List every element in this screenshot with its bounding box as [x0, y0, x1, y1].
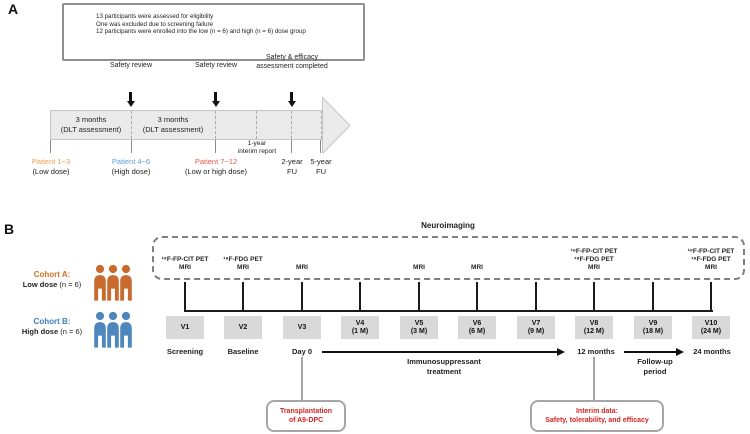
milestone-tick: [215, 140, 216, 153]
band-divider: [256, 111, 257, 139]
imaging-group-v1: ¹⁸F-FP-CIT PET MRI: [161, 256, 209, 271]
imaging-group-v3: MRI: [296, 264, 308, 271]
timeline-band: [50, 110, 322, 140]
visit-tick: [418, 282, 420, 311]
visit-box-v4: V4(1 M): [341, 316, 379, 339]
label-24-months: 24 months: [693, 347, 731, 356]
milestone-patient-1-3: Patient 1~3 (Low dose): [31, 157, 71, 176]
visit-tick: [593, 282, 595, 311]
safety-review-label-1: Safety review: [109, 62, 153, 69]
milestone-tick: [320, 140, 321, 153]
label-baseline: Baseline: [227, 347, 259, 356]
visit-tick: [184, 282, 186, 311]
imaging-group-v10: ¹⁸F-FP-CIT PET ¹⁸F-FDG PET MRI: [687, 248, 735, 271]
followup-arrowhead-icon: [676, 348, 684, 356]
imaging-group-v2: ¹⁸F-FDG PET MRI: [223, 256, 263, 271]
visit-tick: [652, 282, 654, 311]
timeline-arrowhead-icon: [322, 97, 351, 154]
label-12-months: 12 months: [577, 347, 615, 356]
neuroimaging-box: [152, 236, 745, 280]
band-divider: [215, 111, 216, 139]
visit-box-v7: V7(9 M): [517, 316, 555, 339]
eligibility-line: 13 participants were assessed for eligib…: [96, 13, 214, 20]
imaging-group-v8: ¹⁸F-FP-CIT PET ¹⁸F-FDG PET MRI: [570, 248, 618, 271]
visit-tick: [359, 282, 361, 311]
milestone-tick: [131, 140, 132, 153]
milestone-patient-7-12: Patient 7~12 (Low or high dose): [184, 157, 248, 176]
eligibility-box: 13 participants were assessed for eligib…: [62, 3, 365, 61]
imaging-group-v5: MRI: [413, 264, 425, 271]
cohort-a-dose: Low dose (n = 6): [22, 280, 82, 289]
immuno-arrowhead-icon: [557, 348, 565, 356]
immuno-arrow: [322, 351, 557, 353]
down-arrow-icon: [287, 92, 296, 107]
visit-box-v6: V6(6 M): [458, 316, 496, 339]
neuroimaging-title: Neuroimaging: [421, 221, 475, 230]
label-day0: Day 0: [291, 347, 312, 356]
cohort-b-people-icon: [93, 311, 133, 349]
label-screening: Screening: [166, 347, 204, 356]
down-arrow-icon: [126, 92, 135, 107]
safety-review-label-2: Safety review: [194, 62, 238, 69]
milestone-patient-4-6: Patient 4~6 (High dose): [111, 157, 151, 176]
milestone-5-year-fu: 5-year FU: [310, 157, 332, 176]
interim-report-note: 1-year interim report: [237, 140, 277, 155]
visit-box-v2: V2: [224, 316, 262, 339]
cohort-b-title: Cohort B:: [33, 317, 71, 326]
eligibility-line: 12 participants were enrolled into the l…: [96, 28, 306, 36]
band-divider: [321, 111, 322, 139]
followup-arrow: [624, 351, 676, 353]
transplant-callout: Transplantation of A9-DPC: [266, 400, 346, 432]
dlt-segment-1: 3 months (DLT assessment): [60, 115, 122, 134]
visit-tick: [535, 282, 537, 311]
visit-tick: [476, 282, 478, 311]
panel-a-letter: A: [8, 1, 19, 17]
cohort-a-title: Cohort A:: [33, 270, 71, 279]
visit-tick: [710, 282, 712, 311]
followup-phase-label: Follow-up period: [637, 357, 673, 376]
cohort-b-dose: High dose (n = 6): [21, 327, 83, 336]
band-divider: [291, 111, 292, 139]
eligibility-line: One was excluded due to screening failur…: [96, 20, 213, 28]
visit-box-v1: V1: [166, 316, 204, 339]
immuno-phase-label: Immunosuppressant treatment: [407, 357, 481, 376]
interim-callout: Interim data: Safety, tolerability, and …: [530, 400, 664, 432]
interim-connector: [593, 357, 595, 402]
transplant-connector: [301, 357, 303, 402]
visit-box-v10: V10(24 M): [692, 316, 730, 339]
down-arrow-icon: [211, 92, 220, 107]
visit-tick: [242, 282, 244, 311]
panel-b-letter: B: [4, 221, 15, 237]
visit-axis-line: [184, 310, 713, 312]
milestone-2-year-fu: 2-year FU: [281, 157, 303, 176]
visit-tick: [301, 282, 303, 311]
safety-efficacy-label: Safety & efficacy assessment completed: [256, 54, 328, 70]
dlt-segment-2: 3 months (DLT assessment): [142, 115, 204, 134]
visit-box-v9: V9(18 M): [634, 316, 672, 339]
milestone-tick: [50, 140, 51, 153]
visit-box-v5: V5(3 M): [400, 316, 438, 339]
milestone-tick: [291, 140, 292, 153]
visit-box-v3: V3: [283, 316, 321, 339]
visit-box-v8: V8(12 M): [575, 316, 613, 339]
cohort-a-people-icon: [93, 264, 133, 302]
imaging-group-v6: MRI: [471, 264, 483, 271]
band-divider: [131, 111, 132, 139]
